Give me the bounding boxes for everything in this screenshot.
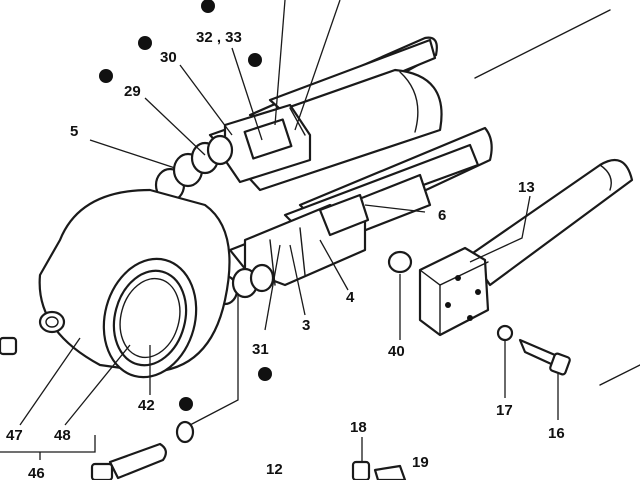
callout-48: 48 xyxy=(54,427,71,444)
callout-12: 12 xyxy=(266,461,283,478)
bolt-16 xyxy=(518,338,571,376)
callout-13: 13 xyxy=(518,179,535,196)
washer xyxy=(175,420,195,444)
hydraulic-pipe-13 xyxy=(418,158,634,337)
callout-4: 4 xyxy=(346,289,355,306)
callout-47: 47 xyxy=(6,427,23,444)
reference-line xyxy=(474,9,611,79)
callout-29: 29 xyxy=(124,83,141,100)
callout-17: 17 xyxy=(496,402,513,419)
fitting-18 xyxy=(351,460,371,480)
callout-31: 31 xyxy=(252,341,269,358)
callout-42: 42 xyxy=(138,397,155,414)
fitting-19 xyxy=(373,464,407,480)
callout-3: 3 xyxy=(302,317,310,334)
callout-30: 30 xyxy=(160,49,177,66)
o-ring-40 xyxy=(387,250,413,274)
callout-18: 18 xyxy=(350,419,367,436)
callout-6: 6 xyxy=(438,207,446,224)
callout-19: 19 xyxy=(412,454,429,471)
marker-dots xyxy=(99,0,272,411)
leader-lines xyxy=(0,0,559,462)
bolt-12 xyxy=(90,442,167,480)
reference-line xyxy=(599,364,640,386)
callout-32-33: 32 , 33 xyxy=(196,29,242,46)
callout-16: 16 xyxy=(548,425,565,442)
cylinder-head xyxy=(38,188,231,379)
upper-piston-assembly xyxy=(223,103,312,184)
left-bolt xyxy=(0,336,18,356)
callout-5: 5 xyxy=(70,123,78,140)
washer-17 xyxy=(496,324,514,342)
upper-rings xyxy=(154,134,234,203)
callout-46: 46 xyxy=(28,465,45,480)
callout-labels: 5 29 30 32 , 33 13 6 4 3 31 40 42 47 48 … xyxy=(6,29,565,480)
callout-40: 40 xyxy=(388,343,405,360)
